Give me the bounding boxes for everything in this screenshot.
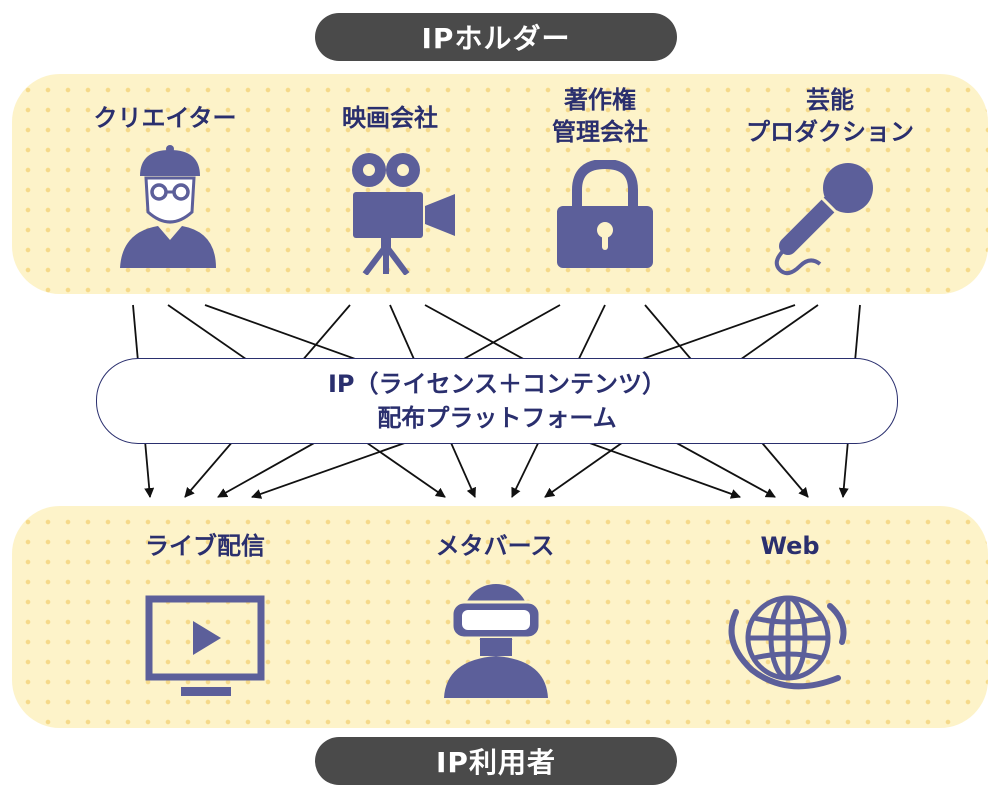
holder-label-copyright-company: 著作権 管理会社 <box>520 84 680 148</box>
platform-line2: 配布プラットフォーム <box>377 404 617 432</box>
user-label-metaverse: メタバース <box>435 532 555 560</box>
user-label-web: Web <box>760 532 820 560</box>
copyright-label-line2: 管理会社 <box>552 118 648 146</box>
monitor-play-icon <box>145 595 265 696</box>
distribution-platform-box: IP（ライセンス＋コンテンツ） 配布プラットフォーム <box>96 358 898 444</box>
ip-user-title: IP利用者 <box>315 737 677 785</box>
creator-icon <box>120 145 216 268</box>
holder-label-film-company: 映画会社 <box>342 104 438 132</box>
ip-holder-title: IPホルダー <box>315 13 677 61</box>
holder-label-creator: クリエイター <box>93 104 237 132</box>
agency-label-line2: プロダクション <box>746 118 914 146</box>
copyright-label-line1: 著作権 <box>564 86 636 114</box>
padlock-icon <box>557 160 653 268</box>
agency-label-line1: 芸能 <box>806 86 854 114</box>
globe-icon <box>728 595 847 690</box>
holder-label-talent-agency: 芸能 プロダクション <box>725 84 935 148</box>
vr-headset-icon <box>444 584 548 698</box>
microphone-icon <box>774 163 873 276</box>
platform-line1: IP（ライセンス＋コンテンツ） <box>327 370 667 398</box>
user-label-live-streaming: ライブ配信 <box>145 532 265 560</box>
movie-camera-icon <box>352 153 455 275</box>
